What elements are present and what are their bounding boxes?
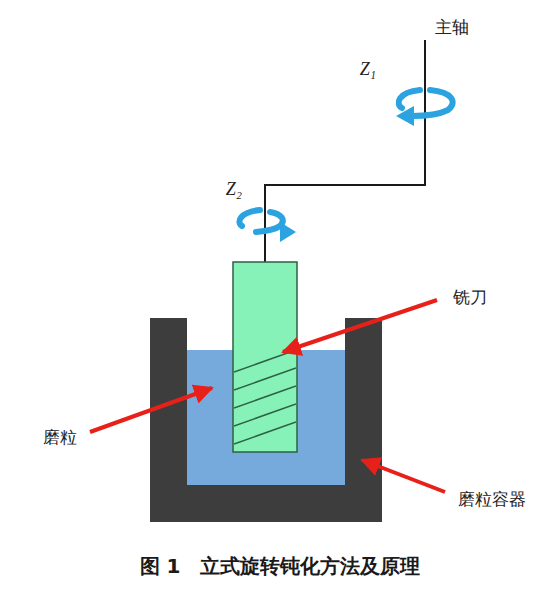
part-label: 磨粒容器 (458, 491, 526, 510)
leader-arrow (90, 388, 212, 432)
rotation-label: Z₂ (226, 180, 242, 200)
flute-stroke (234, 350, 296, 372)
spindle-line (265, 40, 425, 262)
flute-stroke (234, 386, 296, 408)
part-label: 铣刀 (453, 289, 487, 308)
rotation-arrow (239, 210, 296, 242)
spindle-label: 主轴 (435, 19, 469, 38)
leader-arrow (362, 460, 445, 492)
flute-stroke (234, 404, 296, 426)
figure-caption: 图 1 立式旋转钝化方法及原理 (140, 553, 421, 580)
flute-stroke (234, 368, 296, 390)
cutter-flutes (234, 350, 296, 444)
rotation-label: Z₁ (360, 60, 376, 80)
milling-cutter (233, 262, 297, 452)
rotation-arrow (396, 90, 453, 126)
leader-arrow (283, 300, 437, 352)
part-label: 磨粒 (43, 429, 77, 448)
flute-stroke (234, 422, 296, 444)
